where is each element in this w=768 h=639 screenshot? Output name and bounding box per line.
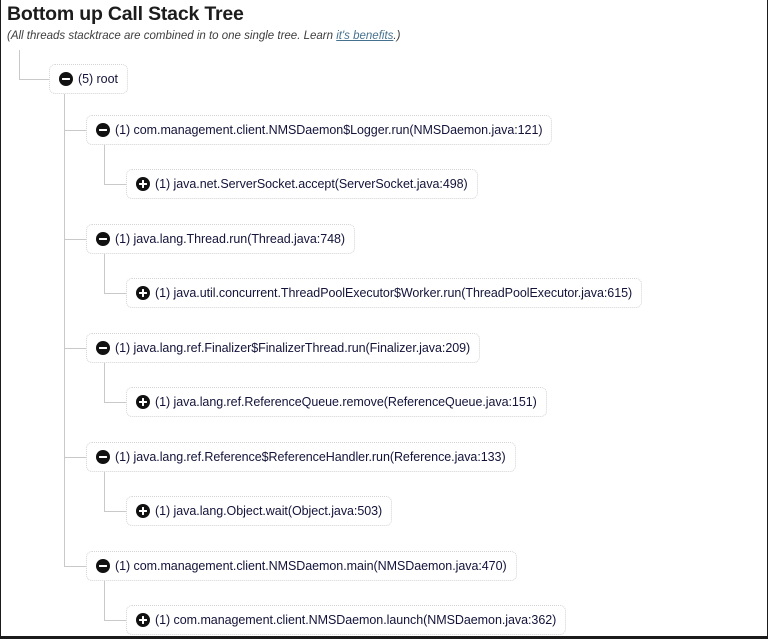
tree-node-thread-run[interactable]: (1) java.lang.Thread.run(Thread.java:748…	[86, 224, 355, 254]
tree-connector	[64, 566, 86, 567]
tree-connector	[104, 581, 105, 620]
tree-node-nmsdaemon-main[interactable]: (1) com.management.client.NMSDaemon.main…	[86, 551, 517, 581]
tree-connector	[64, 94, 65, 566]
tree-connector	[64, 348, 86, 349]
tree-node-nmsdaemon-launch[interactable]: (1) com.management.client.NMSDaemon.laun…	[126, 605, 566, 635]
tree-connector	[104, 472, 105, 511]
page-header: Bottom up Call Stack Tree (All threads s…	[7, 0, 761, 43]
tree-connector	[64, 239, 86, 240]
tree-node-finalizer-thread-run[interactable]: (1) java.lang.ref.Finalizer$FinalizerThr…	[86, 333, 480, 363]
tree-node-label: (1) java.lang.Object.wait(Object.java:50…	[155, 504, 383, 518]
minus-circle-icon[interactable]	[96, 559, 110, 573]
minus-circle-icon[interactable]	[96, 123, 110, 137]
page-subtitle-prefix: (All threads stacktrace are combined in …	[7, 30, 337, 42]
tree-node-label: (1) java.util.concurrent.ThreadPoolExecu…	[155, 286, 633, 300]
tree-node-label: (1) com.management.client.NMSDaemon.main…	[115, 559, 507, 573]
minus-circle-icon[interactable]	[96, 341, 110, 355]
tree-connector	[64, 130, 86, 131]
tree-connector	[104, 145, 105, 184]
tree-connector	[104, 184, 126, 185]
tree-connector	[104, 363, 105, 402]
tree-connector	[104, 620, 126, 621]
tree-connector	[64, 457, 86, 458]
plus-circle-icon[interactable]	[136, 613, 150, 627]
tree-node-label: (1) java.lang.ref.ReferenceQueue.remove(…	[155, 395, 537, 409]
tree-node-label: (1) java.net.ServerSocket.accept(ServerS…	[155, 177, 468, 191]
tree-connector	[104, 254, 105, 293]
tree-node-threadpoolexecutor-worker-run[interactable]: (1) java.util.concurrent.ThreadPoolExecu…	[126, 278, 642, 308]
tree-node-label: (1) java.lang.ref.Reference$ReferenceHan…	[115, 450, 506, 464]
page-subtitle: (All threads stacktrace are combined in …	[7, 29, 761, 43]
page-title: Bottom up Call Stack Tree	[7, 3, 244, 25]
tree-node-label: (1) com.management.client.NMSDaemon$Logg…	[115, 123, 543, 137]
tree-node-referencehandler-run[interactable]: (1) java.lang.ref.Reference$ReferenceHan…	[86, 442, 516, 472]
plus-circle-icon[interactable]	[136, 177, 150, 191]
tree-node-root[interactable]: (5) root	[49, 64, 128, 94]
tree-connector	[104, 511, 126, 512]
tree-connector	[19, 79, 49, 80]
minus-circle-icon[interactable]	[96, 450, 110, 464]
plus-circle-icon[interactable]	[136, 286, 150, 300]
tree-node-label: (1) java.lang.ref.Finalizer$FinalizerThr…	[115, 341, 471, 355]
tree-node-label: (1) com.management.client.NMSDaemon.laun…	[155, 613, 557, 627]
tree-node-serversocket-accept[interactable]: (1) java.net.ServerSocket.accept(ServerS…	[126, 169, 478, 199]
its-benefits-link[interactable]: it's benefits	[336, 30, 394, 42]
plus-circle-icon[interactable]	[136, 504, 150, 518]
tree-node-object-wait[interactable]: (1) java.lang.Object.wait(Object.java:50…	[126, 496, 392, 526]
tree-connector	[104, 293, 126, 294]
minus-circle-icon[interactable]	[96, 232, 110, 246]
tree-node-nmsdaemon-logger-run[interactable]: (1) com.management.client.NMSDaemon$Logg…	[86, 115, 552, 145]
tree-connector	[19, 50, 20, 79]
tree-connector	[104, 402, 126, 403]
plus-circle-icon[interactable]	[136, 395, 150, 409]
tree-node-referencequeue-remove[interactable]: (1) java.lang.ref.ReferenceQueue.remove(…	[126, 387, 547, 417]
minus-circle-icon[interactable]	[59, 72, 73, 86]
page-subtitle-suffix: .)	[393, 30, 401, 42]
tree-node-label: (5) root	[78, 72, 118, 86]
tree-node-label: (1) java.lang.Thread.run(Thread.java:748…	[115, 232, 346, 246]
